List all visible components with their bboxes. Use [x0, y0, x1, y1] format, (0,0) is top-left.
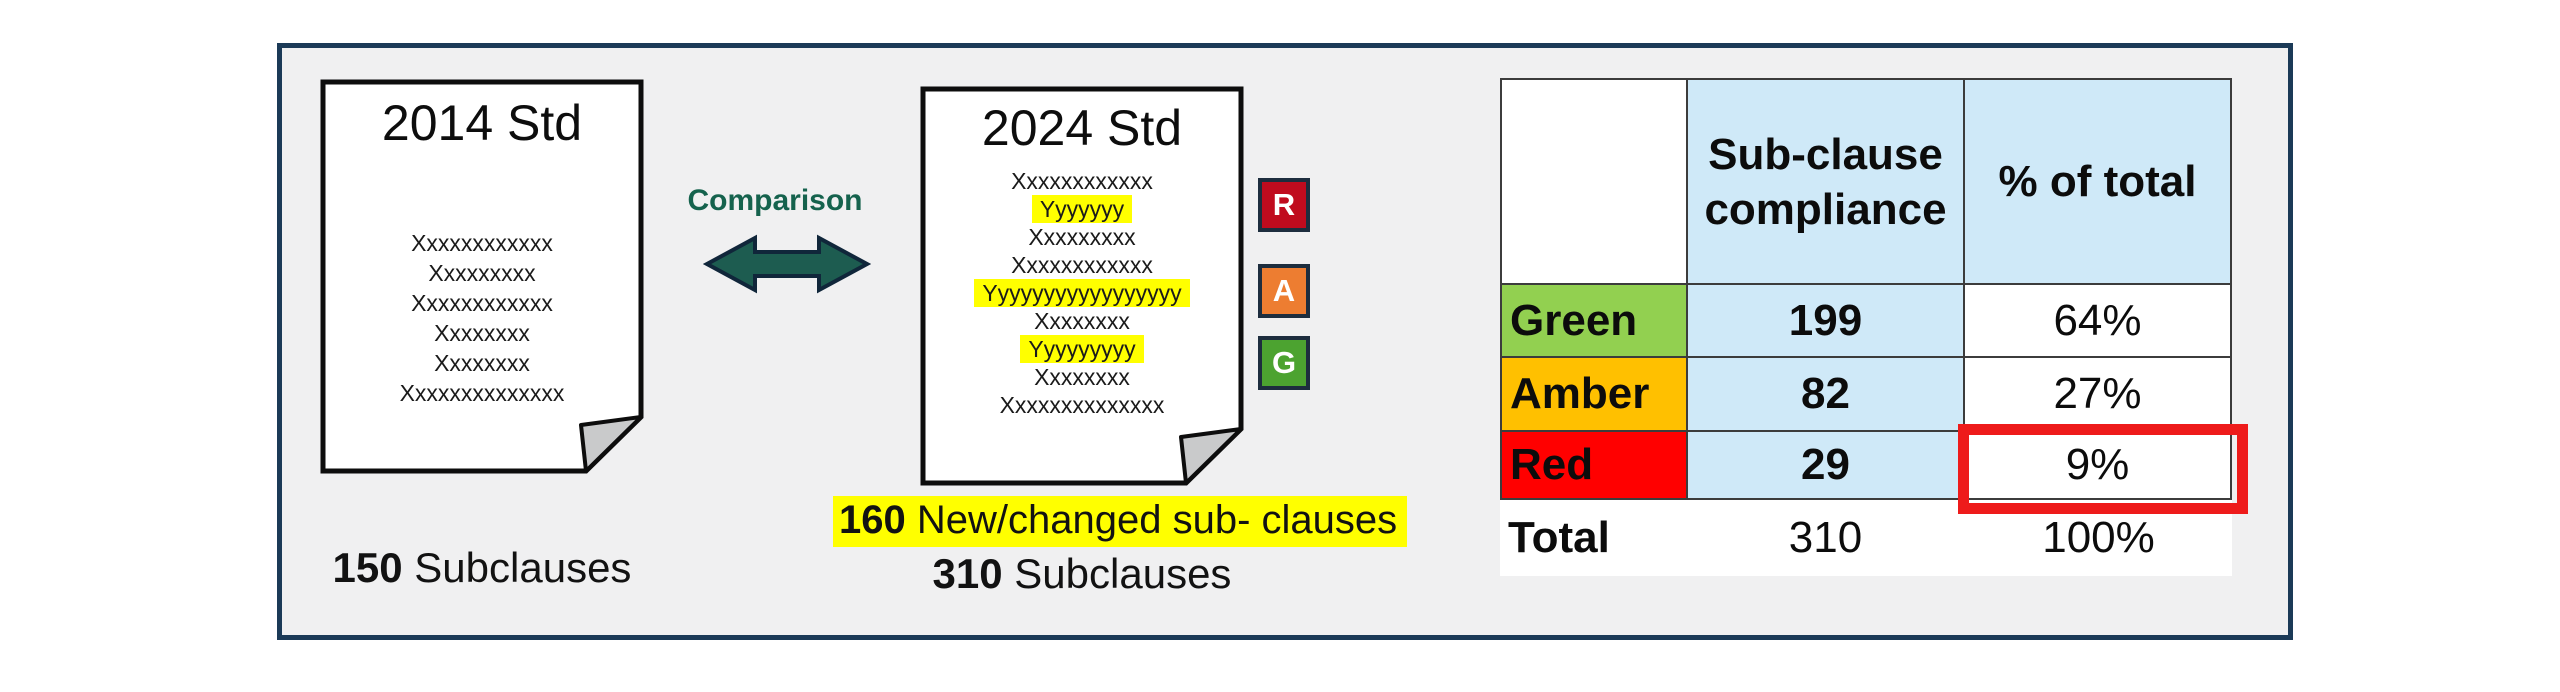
text-line-highlighted: Yyyyyyyyy	[920, 335, 1244, 363]
text-line: Xxxxxxxxxxxxxx	[999, 392, 1165, 418]
compliance-table: Sub-clause compliance % of total Green 1…	[1500, 78, 2232, 500]
document-2024-title: 2024 Std	[981, 100, 1183, 156]
text-line: Xxxxxxxx	[434, 320, 530, 346]
header-empty-cell	[1502, 80, 1686, 283]
double-arrow-icon	[703, 234, 871, 294]
red-count-cell: 29	[1686, 430, 1963, 498]
row-label-amber: Amber	[1502, 356, 1686, 430]
document-2024-std: 2024 Std Xxxxxxxxxxxx Yyyyyyy Xxxxxxxxx …	[920, 86, 1244, 486]
text-line: Xxxxxxxxx	[428, 260, 536, 286]
text-line: Xxxxxxxxx	[1028, 224, 1136, 250]
document-2014-title: 2014 Std	[381, 95, 583, 151]
text-line: Xxxxxxxxxxxx	[411, 230, 553, 256]
text-line-highlighted: Yyyyyyyyyyyyyyyyy	[920, 279, 1244, 307]
count-label: Subclauses	[402, 544, 632, 591]
document-2014-std: 2014 Std Xxxxxxxxxxxx Xxxxxxxxx Xxxxxxxx…	[320, 79, 644, 474]
text-line: Xxxxxxxxxxxx	[411, 290, 553, 316]
text-line: Xxxxxxxxxxxxxx	[399, 380, 565, 406]
amber-count-cell: 82	[1686, 356, 1963, 430]
annotation-count: 160	[839, 498, 906, 542]
badge-amber-letter: A	[1272, 273, 1296, 308]
document-2024-lines: Xxxxxxxxxxxx Yyyyyyy Xxxxxxxxx Xxxxxxxxx…	[920, 167, 1244, 419]
text-line: Xxxxxxxxxxxx	[1011, 252, 1153, 278]
row-label-red: Red	[1502, 430, 1686, 498]
red-highlight-frame	[1958, 424, 2248, 514]
folded-corner-icon	[1179, 427, 1243, 485]
amber-percent-cell: 27%	[1963, 356, 2230, 430]
count-label: Subclauses	[1002, 550, 1232, 597]
folded-corner-icon	[579, 415, 643, 473]
text-line: Xxxxxxxxxxxx	[1011, 168, 1153, 194]
badge-green: G	[1258, 336, 1310, 390]
comparison-label: Comparison	[687, 184, 863, 217]
document-page-icon	[320, 79, 644, 474]
text-line: Xxxxxxxx	[1034, 308, 1130, 334]
annotation-text: New/changed sub- clauses	[905, 498, 1398, 542]
header-percent-of-total: % of total	[1963, 80, 2230, 283]
count-value: 150	[332, 544, 403, 591]
badge-red: R	[1258, 178, 1310, 232]
document-2014-lines: Xxxxxxxxxxxx Xxxxxxxxx Xxxxxxxxxxxx Xxxx…	[320, 228, 644, 408]
subclause-count-2024: 310 Subclauses	[910, 550, 1254, 598]
new-changed-subclauses-annotation: 160 New/changed sub- clauses	[833, 496, 1408, 547]
green-percent-cell: 64%	[1963, 283, 2230, 356]
text-line: Xxxxxxxx	[434, 350, 530, 376]
count-value: 310	[932, 550, 1003, 597]
green-count-cell: 199	[1686, 283, 1963, 356]
total-count-cell: 310	[1788, 513, 1863, 562]
badge-amber: A	[1258, 264, 1310, 318]
text-line-highlighted: Yyyyyyy	[920, 195, 1244, 223]
total-label: Total	[1508, 513, 1610, 562]
header-subclause-compliance: Sub-clause compliance	[1686, 80, 1963, 283]
row-label-green: Green	[1502, 283, 1686, 356]
badge-green-letter: G	[1271, 345, 1297, 380]
badge-red-letter: R	[1272, 187, 1296, 222]
subclause-count-2014: 150 Subclauses	[310, 544, 654, 592]
text-line: Xxxxxxxx	[1034, 364, 1130, 390]
